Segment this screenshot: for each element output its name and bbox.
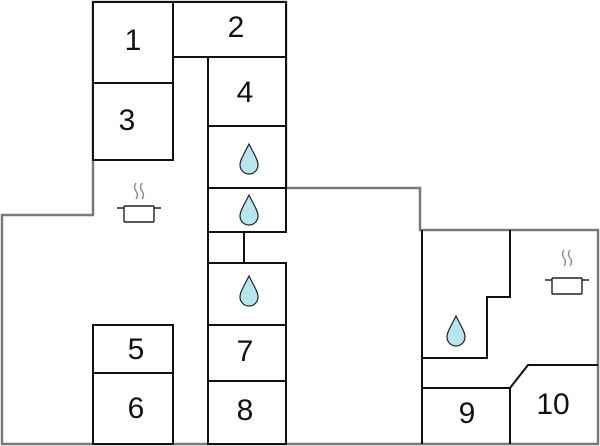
room-4[interactable]: 4 [207,56,287,127]
room-5[interactable]: 5 [92,324,174,374]
cooking-pot-icon [117,182,161,223]
room-label: 10 [536,388,569,421]
room-label: 4 [237,76,254,109]
room-2[interactable]: 2 [172,1,287,58]
room-label: 6 [128,392,145,425]
water-drop-icon [239,193,259,226]
room-label: 9 [459,397,476,430]
water-drop-icon [446,314,466,347]
room-6[interactable]: 6 [92,372,174,445]
room-3[interactable]: 3 [92,82,174,161]
right-wing-partition [422,230,511,359]
room-10[interactable]: 10 [536,388,569,421]
room-label: 2 [228,11,245,44]
room-1[interactable]: 1 [92,1,174,84]
room-7[interactable]: 7 [207,324,287,382]
cooking-pot-icon [545,249,589,295]
water-drop-icon [239,274,259,307]
room-label: 8 [237,394,254,427]
room-label: 5 [128,333,145,366]
room-label: 7 [237,335,254,368]
room-9[interactable]: 9 [459,397,476,430]
water-drop-icon [239,142,259,175]
room-8[interactable]: 8 [207,380,287,445]
right-wing-partition [422,364,598,389]
room-label: 3 [119,104,136,137]
room-label: 1 [125,24,142,57]
corridor-partition [208,232,245,264]
